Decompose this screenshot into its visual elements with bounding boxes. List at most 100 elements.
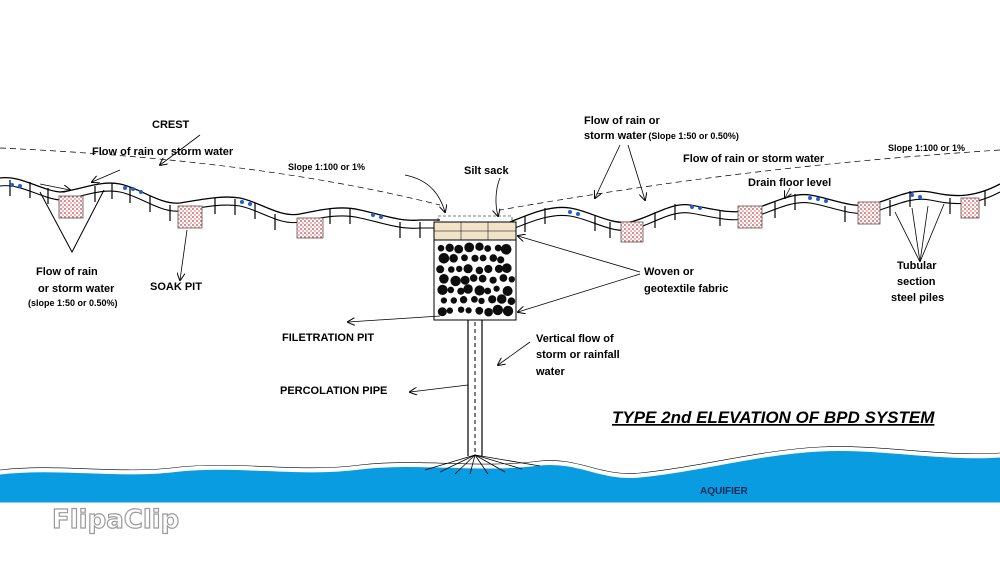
soak-pit [58,195,84,219]
gravel-stone [497,256,505,264]
label-tubular-b: section [897,276,936,288]
label-tubular-a: Tubular [897,260,937,272]
label-vertical-c: water [535,366,565,378]
gravel-stone [496,294,507,304]
trench-v [39,189,105,254]
gravel-stone [437,284,448,295]
gravel-stone [463,264,473,274]
slope-line-right [499,149,1000,211]
label-percolation-pipe: PERCOLATION PIPE [280,385,387,397]
gravel-stone [457,287,465,295]
pipe-outlet-fan [424,454,541,475]
label-crest: CREST [152,119,190,131]
gravel-stone [479,254,487,262]
gravel-stone [456,265,463,273]
label-vertical-b: storm or rainfall [536,349,620,361]
gravel-stone [502,305,514,317]
gravel-stone [440,297,447,304]
gravel-stone [488,295,497,304]
soak-pit [620,221,644,243]
label-silt-sack: Silt sack [464,165,510,177]
gravel-stone [494,244,502,252]
gravel-stone [502,286,513,296]
gravel-stone [448,266,455,273]
gravel-stone [439,274,449,284]
label-slope-right: Slope 1:100 or 1% [888,143,965,153]
gravel-stone [484,245,492,252]
label-woven-b: geotextile fabric [644,283,728,295]
flipaclip-watermark: FlipaClip [52,505,179,535]
label-drain-floor: Drain floor level [748,177,831,189]
label-flow-left-top: Flow of rain or storm water [92,146,234,158]
gravel-stone [471,296,478,303]
gravel-stone [450,275,461,287]
label-flow-right-top: Flow of rain or storm water [683,153,825,165]
gravel-stone [475,242,484,251]
label-flow-right-b: storm water(Slope 1:50 or 0.50%) [584,130,739,142]
gravel-stone [449,253,458,263]
gravel-stone [465,307,472,314]
gravel-stone [437,307,447,317]
diagram-title: TYPE 2nd ELEVATION OF BPD SYSTEM [612,408,935,427]
gravel-stone [454,244,464,254]
gravel-stone [436,265,445,274]
gravel-stone [474,285,485,296]
soak-pit [737,205,763,229]
steel-piles [9,180,986,238]
gravel-stone [475,266,484,275]
gravel-stone [478,297,485,305]
soak-pits [58,195,980,243]
gravel-stone [464,242,475,253]
gravel-stone [492,304,503,316]
gravel-stone [437,244,445,252]
gravel-stone [484,307,493,317]
gravel-stone [438,252,450,264]
gravel-stone [478,274,487,283]
slope-line-left [0,147,441,206]
soak-pit [857,201,881,225]
ground-line [0,446,1000,474]
gravel-stone [484,287,492,295]
gravel-stone [471,254,479,262]
gravel-stone [494,264,504,273]
soak-pit [177,205,203,229]
gravel-stone [461,254,468,262]
gravel-stone [499,274,508,282]
gravel-stone [484,264,493,274]
gravel-stone [489,276,497,284]
label-woven-a: Woven or [644,266,695,278]
label-soak-pit: SOAK PIT [150,281,202,293]
label-flow-left-bottom-slope: (slope 1:50 or 0.50%) [28,298,118,308]
gravel-stone [493,285,500,292]
label-tubular-c: steel piles [891,292,944,304]
label-filtration-pit: FILETRATION PIT [282,332,374,344]
gravel-stone [508,276,515,283]
label-flow-left-bottom-b: or storm water [38,283,115,295]
soak-pit [960,197,980,219]
gravel-stone [460,275,470,285]
label-vertical-a: Vertical flow of [536,333,614,345]
gravel-stone [445,243,454,252]
label-flow-right-a: Flow of rain or [584,115,660,127]
gravel-stone [500,244,512,255]
label-slope-left: Slope 1:100 or 1% [288,162,365,172]
gravel-stone [457,306,465,313]
filter-gravel [436,242,516,317]
percolation-pipe [467,320,483,456]
label-aquifier: AQUIFIER [700,486,749,497]
label-flow-left-bottom-a: Flow of rain [36,266,98,278]
gravel-stone [447,286,455,294]
gravel-stone [450,297,457,304]
gravel-stone [475,306,484,315]
soak-pit [296,217,324,239]
leader-lines [39,134,945,392]
gravel-stone [446,307,453,314]
gravel-stone [489,254,498,262]
gravel-stone [459,296,468,304]
gravel-stone [463,284,473,294]
water-dots [10,183,922,219]
gravel-stone [507,297,516,306]
gravel-stone [502,263,512,274]
